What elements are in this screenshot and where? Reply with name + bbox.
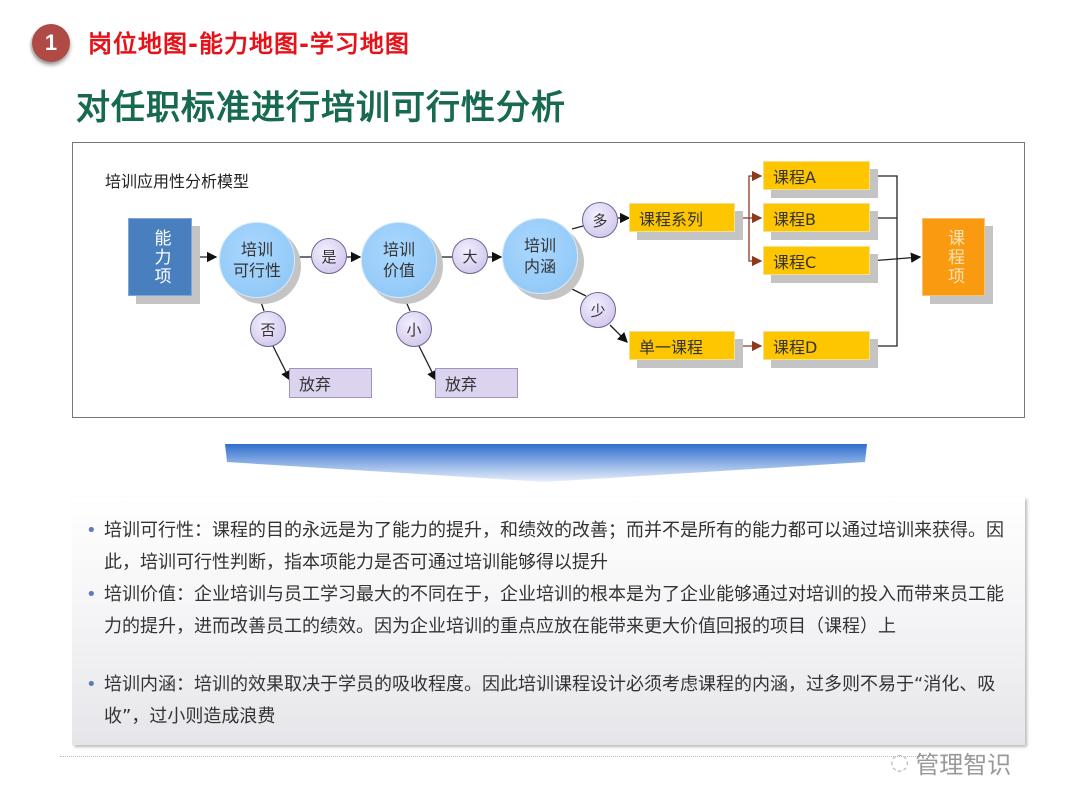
watermark-text: 管理智识 [915,751,1012,779]
bullet-value: 培训价值：企业培训与员工学习最大的不同在于，企业培训的根本是为了企业能够通过对培… [84,579,1014,643]
decision-no: 否 [250,311,286,347]
bullet-content: 培训内涵：培训的效果取决于学员的吸收程度。因此培训课程设计必须考虑课程的内涵，过… [84,669,1014,733]
end-label: 课程项 [944,228,964,286]
node-content-label: 培训 内涵 [523,236,556,276]
node-value: 培训 价值 [361,222,437,298]
start-ability-item: 能力项 [128,218,192,296]
node-value-label: 培训 价值 [382,240,415,280]
decision-many: 多 [582,202,618,238]
start-label: 能力项 [150,228,171,286]
decision-large: 大 [452,238,488,274]
diagram-title: 培训应用性分析模型 [105,172,250,191]
course-series-box: 课程系列 [629,203,735,232]
single-course-box: 单一课程 [629,331,735,360]
course-b-box: 课程B [763,203,870,232]
decision-yes: 是 [311,238,347,274]
wechat-icon: ◌ [890,750,910,775]
watermark: ◌管理智识 [890,745,1011,780]
node-content: 培训 内涵 [502,218,578,294]
footer-divider [60,756,920,757]
section-title: 岗位地图-能力地图-学习地图 [88,30,410,58]
bullet-feasibility: 培训可行性：课程的目的永远是为了能力的提升，和绩效的改善；而并不是所有的能力都可… [84,515,1014,579]
end-course-item: 课程项 [922,218,985,296]
node-feasibility: 培训 可行性 [219,222,295,298]
course-a-box: 课程A [763,161,870,190]
course-c-box: 课程C [763,246,870,275]
blue-banner-arrow [225,444,867,482]
decision-few: 少 [580,292,616,328]
node-feasibility-label: 培训 可行性 [232,240,281,280]
abandon-box-2: 放弃 [435,368,518,398]
explanation-panel: 培训可行性：课程的目的永远是为了能力的提升，和绩效的改善；而并不是所有的能力都可… [72,497,1025,745]
decision-small: 小 [396,311,432,347]
course-d-box: 课程D [763,331,870,360]
section-number-badge: 1 [32,24,70,62]
page-heading: 对任职标准进行培训可行性分析 [76,88,566,128]
abandon-box-1: 放弃 [289,368,372,398]
